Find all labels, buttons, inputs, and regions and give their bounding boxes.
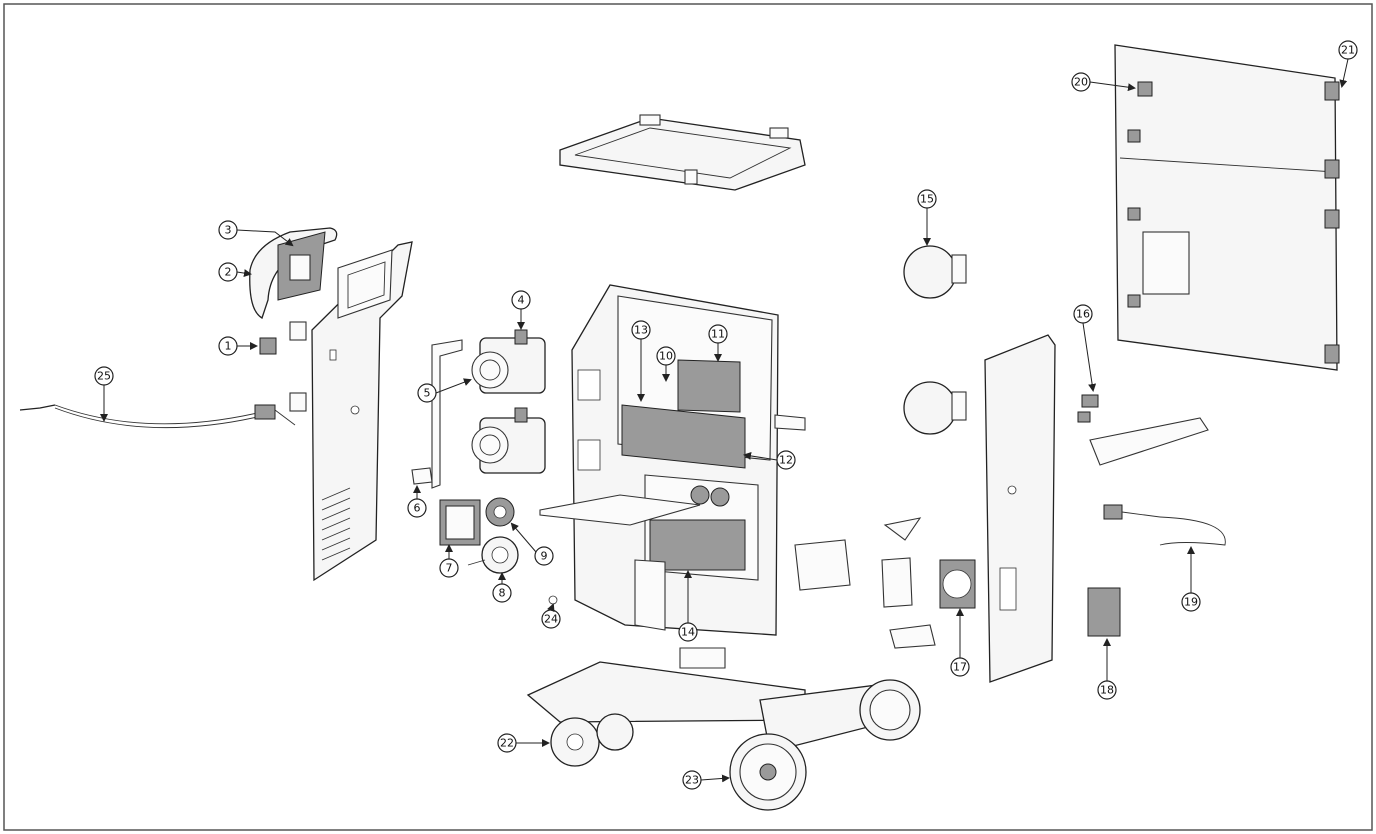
svg-text:16: 16 (1076, 308, 1090, 321)
callout-25: 25 (94, 366, 114, 386)
front-panel (311, 241, 413, 582)
svg-text:10: 10 (659, 350, 673, 363)
svg-text:4: 4 (518, 294, 525, 307)
callout-17: 17 (950, 657, 970, 677)
side-panel (984, 334, 1056, 683)
svg-text:18: 18 (1100, 684, 1114, 697)
main-chassis (539, 284, 806, 636)
svg-text:2: 2 (225, 266, 232, 279)
callout-4: 4 (511, 290, 531, 310)
svg-text:19: 19 (1184, 596, 1198, 609)
svg-text:9: 9 (541, 550, 548, 563)
callout-18: 18 (1097, 680, 1117, 700)
leader-lines (100, 58, 1349, 783)
callout-3: 3 (218, 220, 238, 240)
svg-text:12: 12 (779, 454, 793, 467)
svg-text:3: 3 (225, 224, 232, 237)
callout-5: 5 (417, 383, 437, 403)
callout-13: 13 (631, 320, 651, 340)
svg-text:7: 7 (446, 562, 453, 575)
svg-text:14: 14 (681, 626, 695, 639)
svg-text:6: 6 (414, 502, 421, 515)
top-cover-panel (559, 114, 806, 191)
mounting-brackets (411, 339, 463, 489)
callout-8: 8 (492, 583, 512, 603)
callout-24: 24 (541, 609, 561, 629)
svg-text:5: 5 (424, 387, 431, 400)
callout-15: 15 (917, 189, 937, 209)
right-side-parts (1077, 394, 1226, 637)
svg-text:23: 23 (685, 774, 699, 787)
svg-text:15: 15 (920, 193, 934, 206)
svg-text:13: 13 (634, 324, 648, 337)
svg-text:8: 8 (499, 587, 506, 600)
control-knobs (471, 329, 546, 474)
callout-1: 1 (218, 336, 238, 356)
internal-brackets (794, 517, 976, 649)
svg-text:20: 20 (1074, 76, 1088, 89)
handle-assembly (249, 227, 338, 319)
callout-9: 9 (534, 546, 554, 566)
callout-23: 23 (682, 770, 702, 790)
svg-text:17: 17 (953, 661, 967, 674)
callout-11: 11 (708, 324, 728, 344)
svg-text:21: 21 (1341, 44, 1355, 57)
callout-16: 16 (1073, 304, 1093, 324)
svg-text:22: 22 (500, 737, 514, 750)
callout-10: 10 (656, 346, 676, 366)
callout-14: 14 (678, 622, 698, 642)
rear-panel (1114, 44, 1340, 371)
svg-text:24: 24 (544, 613, 558, 626)
transformer-components (439, 497, 519, 574)
callout-12: 12 (776, 450, 796, 470)
svg-text:1: 1 (225, 340, 232, 353)
callout-20: 20 (1071, 72, 1091, 92)
callout-2: 2 (218, 262, 238, 282)
callout-21: 21 (1338, 40, 1358, 60)
callout-19: 19 (1181, 592, 1201, 612)
trolley-base (526, 647, 921, 811)
switch-component (259, 321, 307, 412)
callout-6: 6 (407, 498, 427, 518)
callout-22: 22 (497, 733, 517, 753)
fan-grille-parts (903, 245, 967, 435)
svg-text:25: 25 (97, 370, 111, 383)
svg-text:11: 11 (711, 328, 725, 341)
earth-cable (19, 404, 296, 429)
callout-7: 7 (439, 558, 459, 578)
